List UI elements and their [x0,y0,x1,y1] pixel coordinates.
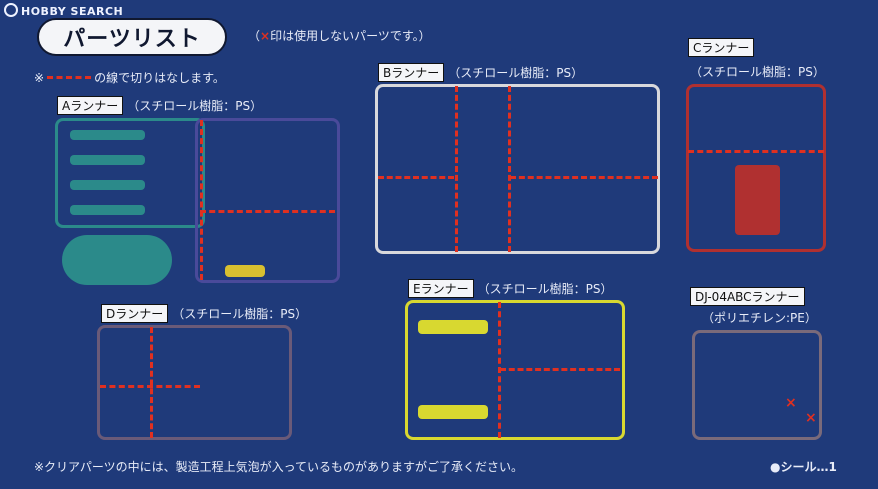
runner-dj-frame [692,330,822,440]
watermark: HOBBY SEARCH [4,3,123,18]
cut-line [688,150,824,153]
runner-e-part [418,405,488,419]
runner-a-part [70,180,145,190]
cut-line [508,86,511,252]
cut-line [378,176,454,179]
runner-e-part [418,320,488,334]
unused-x-mark: × [805,410,817,426]
unused-x-mark: × [260,29,271,43]
runner-a-part [70,130,145,140]
runner-a-label: Aランナー（スチロール樹脂：PS） [57,96,262,115]
cut-line-note: ※の線で切りはなします。 [34,71,225,85]
runner-c-label: Cランナー [688,38,758,57]
cut-line-legend [47,76,92,79]
cut-line [100,385,200,388]
cut-line [150,327,153,438]
runner-d-label: Dランナー（スチロール樹脂：PS） [101,304,307,323]
runner-a-part [62,235,172,285]
runner-a-part [70,205,145,215]
cut-line [510,176,658,179]
watermark-logo-icon [4,3,18,17]
unused-parts-note: （×印は使用しないパーツです。） [248,29,431,43]
page-title: パーツリスト [63,27,201,52]
runner-b-frame [375,84,660,254]
seal-count: ●シール…1 [770,460,837,474]
runner-a-part [225,265,265,277]
runner-dj-label: DJ-04ABCランナー [690,287,809,306]
runner-a-part [70,155,145,165]
runner-c-frame [686,84,826,252]
title-box: パーツリスト [37,18,227,56]
cut-line [455,86,458,252]
cut-line [498,302,501,438]
cut-line [200,210,335,213]
runner-d-frame [97,325,292,440]
cut-line [200,120,203,280]
cut-line [500,368,620,371]
runner-a-frame-right [195,118,340,283]
runner-c-material: （スチロール樹脂：PS） [690,65,825,79]
runner-c-part [735,165,780,235]
runner-a-frame-left [55,118,205,228]
runner-b-label: Bランナー（スチロール樹脂：PS） [378,63,583,82]
runner-dj-material: （ポリエチレン:PE） [702,311,817,325]
unused-x-mark: × [785,395,797,411]
runner-e-frame [405,300,625,440]
runner-e-label: Eランナー（スチロール樹脂：PS） [408,279,612,298]
clear-parts-note: ※クリアパーツの中には、製造工程上気泡が入っているものがありますがご了承ください… [34,460,523,474]
